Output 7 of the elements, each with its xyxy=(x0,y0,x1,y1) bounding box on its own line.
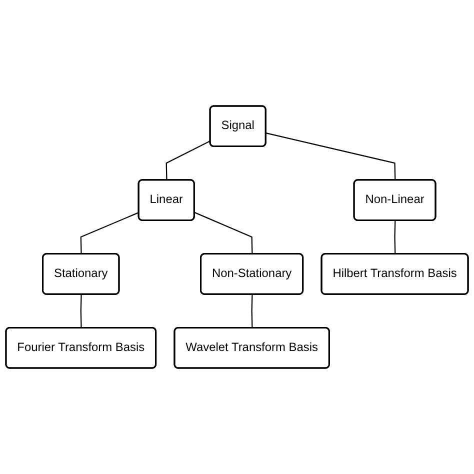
connector xyxy=(251,294,253,328)
connector xyxy=(166,140,211,180)
connector xyxy=(394,220,396,254)
connector xyxy=(266,132,396,180)
connector xyxy=(194,212,253,254)
connector xyxy=(80,294,82,328)
connector xyxy=(80,212,140,254)
